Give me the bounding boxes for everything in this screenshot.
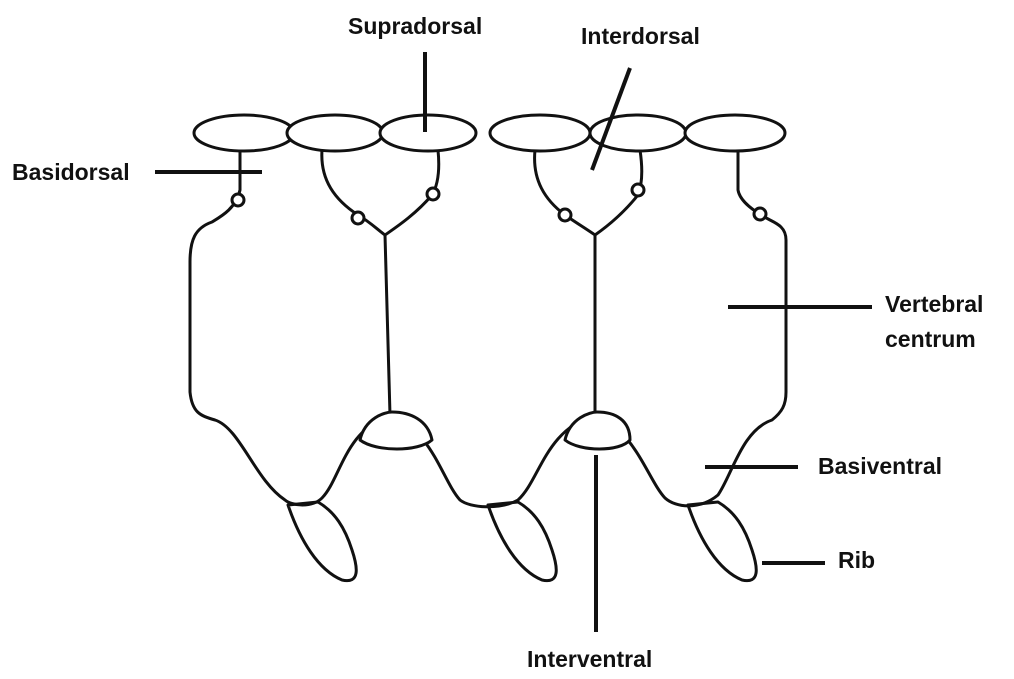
rib-1 bbox=[288, 502, 356, 581]
intervertebral-line-1 bbox=[385, 235, 390, 415]
supradorsal-element-1 bbox=[194, 115, 294, 151]
supradorsal-element-2 bbox=[287, 115, 383, 151]
supradorsal-element-3 bbox=[380, 115, 476, 151]
label-interventral: Interventral bbox=[527, 645, 652, 673]
foramen-5 bbox=[632, 184, 644, 196]
supradorsal-element-4 bbox=[490, 115, 590, 151]
rib-3 bbox=[688, 502, 756, 581]
label-rib: Rib bbox=[838, 546, 875, 574]
label-supradorsal: Supradorsal bbox=[348, 12, 482, 40]
label-vertebral-centrum-line1: Vertebral bbox=[885, 290, 983, 318]
foramen-3 bbox=[427, 188, 439, 200]
supradorsal-element-6 bbox=[685, 115, 785, 151]
vertebral-column-outline bbox=[190, 150, 786, 507]
label-basidorsal: Basidorsal bbox=[12, 158, 130, 186]
foramen-6 bbox=[754, 208, 766, 220]
label-interdorsal: Interdorsal bbox=[581, 22, 700, 50]
foramen-2 bbox=[352, 212, 364, 224]
foramen-4 bbox=[559, 209, 571, 221]
rib-2 bbox=[488, 502, 556, 581]
interventral-element-1 bbox=[360, 412, 432, 449]
interdorsal-arch-1 bbox=[322, 150, 439, 235]
foramen-1 bbox=[232, 194, 244, 206]
interdorsal-arch-2 bbox=[535, 150, 642, 235]
interventral-element-2 bbox=[565, 412, 630, 449]
label-vertebral-centrum-line2: centrum bbox=[885, 325, 976, 353]
label-basiventral: Basiventral bbox=[818, 452, 942, 480]
